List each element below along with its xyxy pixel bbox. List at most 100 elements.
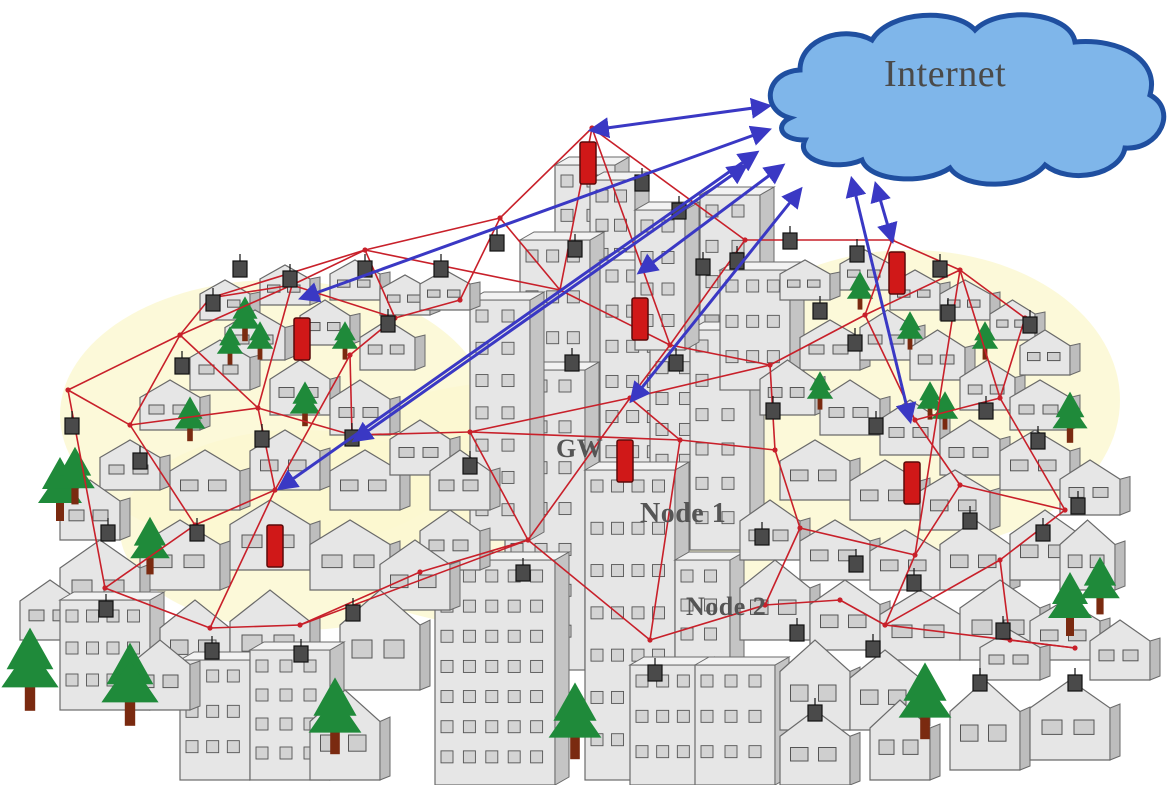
- internet-links-layer: [276, 97, 917, 491]
- mesh-router-icon: [865, 640, 881, 658]
- tree-trunk: [242, 325, 248, 342]
- window-icon: [1122, 649, 1139, 662]
- window-icon: [848, 614, 867, 629]
- tree-icon: [229, 296, 261, 342]
- window-icon: [362, 407, 379, 418]
- window-icon: [180, 479, 199, 492]
- mesh-router-icon: [293, 645, 309, 663]
- window-icon: [558, 379, 572, 393]
- window-icon: [501, 438, 515, 452]
- building: [1089, 619, 1161, 681]
- tree-trunk: [570, 732, 580, 760]
- window-icon: [700, 709, 714, 723]
- window-icon: [530, 569, 544, 583]
- mesh-router-icon: [782, 232, 798, 250]
- mesh-router-icon: [489, 234, 505, 252]
- mesh-junction: [677, 437, 683, 443]
- window-icon: [1068, 487, 1085, 498]
- window-icon: [807, 279, 821, 288]
- mesh-link: [209, 624, 301, 629]
- mesh-link: [764, 527, 801, 606]
- tree-trunk: [817, 396, 823, 410]
- window-icon: [106, 641, 120, 655]
- window-icon: [440, 720, 454, 734]
- tree-icon: [1080, 556, 1120, 615]
- window-icon: [566, 331, 580, 345]
- window-icon: [303, 659, 317, 673]
- mesh-router-icon: [647, 664, 663, 682]
- window-icon: [279, 717, 293, 731]
- tree-icon: [1, 627, 59, 711]
- window-icon: [485, 750, 499, 764]
- window-icon: [790, 469, 809, 482]
- tree-crown: [1052, 402, 1088, 429]
- window-icon: [605, 374, 619, 388]
- window-icon: [222, 364, 239, 375]
- tree-trunk: [187, 425, 193, 442]
- window-icon: [908, 559, 927, 572]
- mesh-router-icon: [848, 555, 864, 573]
- tree-trunk: [257, 346, 263, 360]
- tower-side: [684, 201, 700, 351]
- window-icon: [241, 534, 263, 549]
- window-icon: [560, 174, 574, 188]
- house-side: [419, 619, 431, 691]
- window-icon: [860, 489, 879, 502]
- window-icon: [428, 539, 445, 552]
- window-icon: [462, 720, 476, 734]
- house-side: [449, 560, 461, 611]
- window-icon: [590, 564, 604, 578]
- mesh-router-icon: [254, 430, 270, 448]
- window-icon: [1041, 719, 1063, 735]
- window-icon: [704, 569, 717, 583]
- mesh-junction: [742, 237, 748, 243]
- window-icon: [108, 464, 125, 475]
- mesh-router-icon: [906, 574, 922, 592]
- mesh-router-icon: [668, 354, 684, 372]
- window-icon: [452, 539, 469, 552]
- window-icon: [721, 476, 735, 490]
- mesh-router-icon: [789, 624, 805, 642]
- mesh-router-icon: [380, 315, 396, 333]
- mesh-router-icon: [1070, 497, 1086, 515]
- window-icon: [767, 387, 783, 398]
- house-side: [469, 281, 481, 311]
- window-icon: [1040, 629, 1059, 642]
- window-icon: [766, 314, 780, 328]
- window-icon: [611, 733, 624, 747]
- window-icon: [748, 745, 762, 759]
- mesh-link: [104, 524, 196, 589]
- window-icon: [631, 606, 645, 620]
- tower-roof: [468, 291, 546, 301]
- tower-roof: [693, 656, 791, 666]
- mesh-junction: [1072, 645, 1078, 651]
- mesh-router-icon: [515, 564, 531, 582]
- window-icon: [255, 688, 269, 702]
- window-icon: [127, 609, 140, 623]
- house-side: [479, 527, 491, 571]
- window-icon: [676, 674, 690, 688]
- window-icon: [530, 629, 544, 643]
- window-icon: [507, 629, 521, 643]
- window-icon: [485, 629, 499, 643]
- window-icon: [972, 447, 989, 458]
- mesh-junction: [102, 585, 108, 591]
- window-icon: [820, 614, 839, 629]
- window-icon: [440, 690, 454, 704]
- window-icon: [501, 341, 515, 355]
- window-icon: [988, 654, 1005, 665]
- mesh-router-icon: [564, 354, 580, 372]
- mesh-router-icon: [1067, 674, 1083, 692]
- window-icon: [766, 279, 780, 293]
- window-icon: [611, 521, 624, 535]
- tree-crown: [308, 694, 362, 733]
- window-icon: [996, 319, 1009, 328]
- window-icon: [206, 704, 220, 718]
- tree-crown: [229, 306, 261, 329]
- mesh-router-icon: [962, 512, 978, 530]
- mesh-link: [257, 407, 276, 491]
- window-icon: [279, 688, 293, 702]
- window-icon: [501, 309, 515, 323]
- mesh-junction: [1062, 507, 1068, 513]
